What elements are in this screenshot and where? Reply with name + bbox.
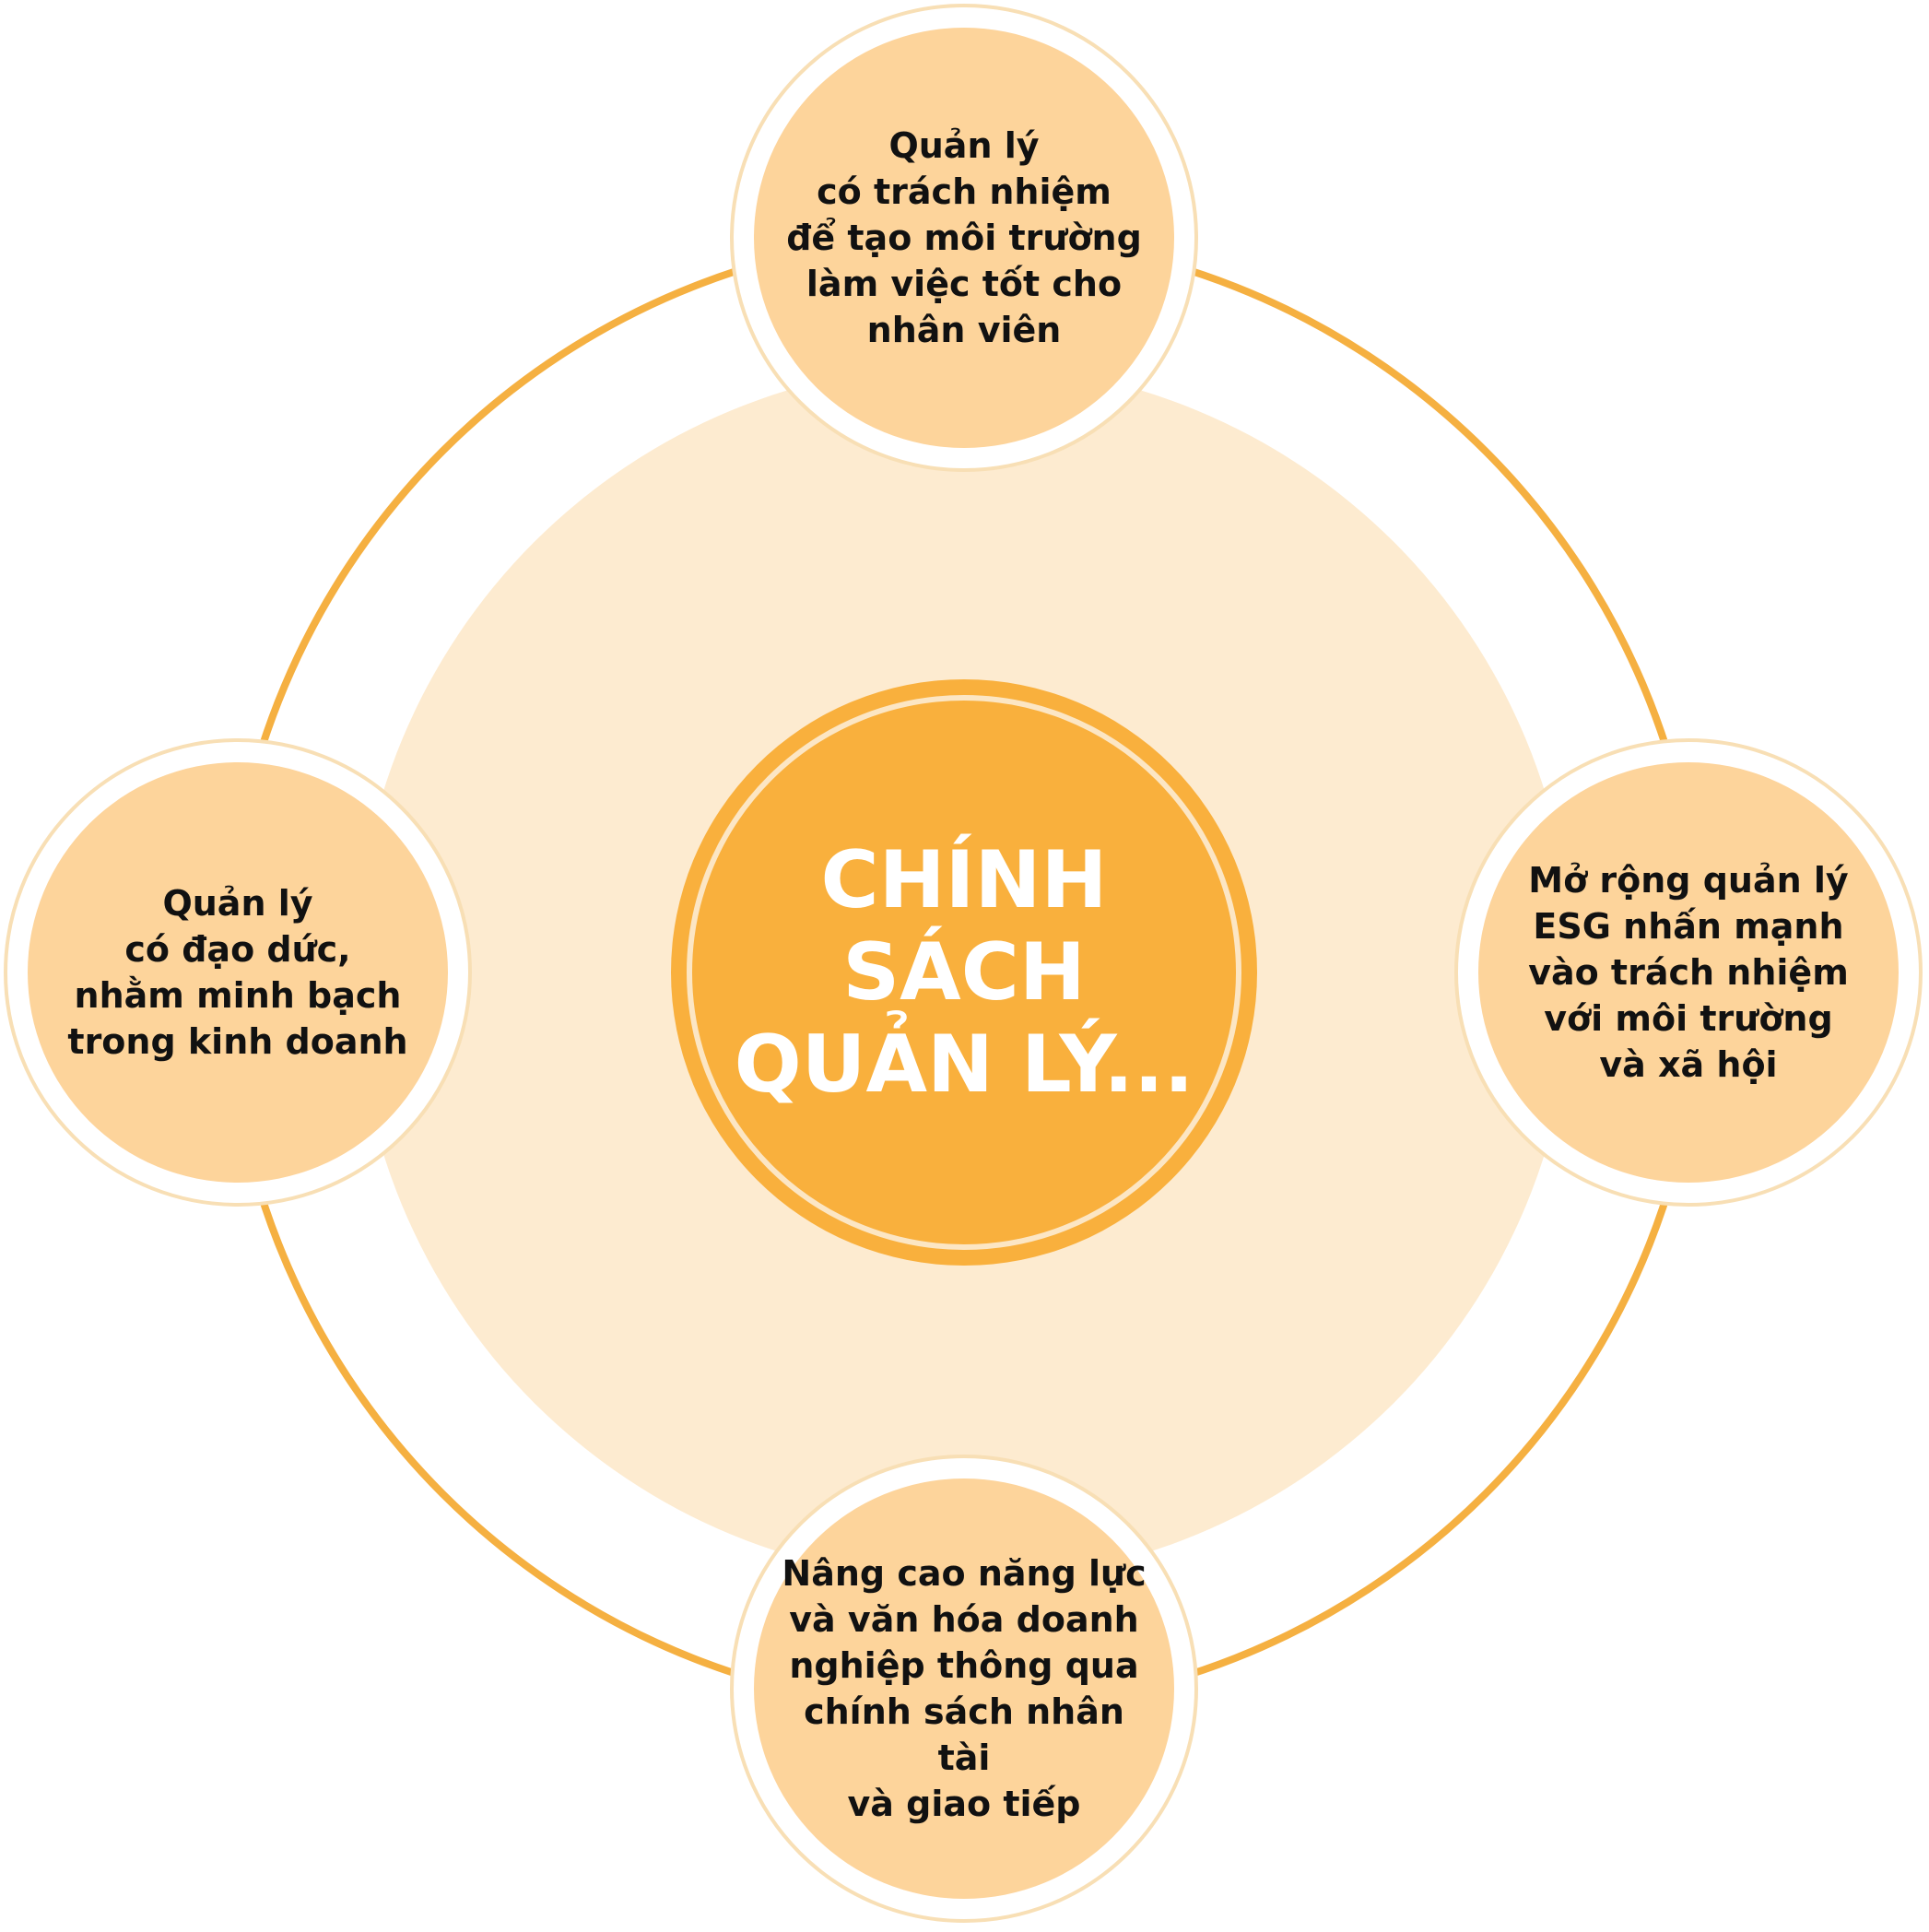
node-bottom-disc <box>754 1478 1174 1899</box>
node-left-label: Quản lý có đạo dức, nhằm minh bạch trong… <box>67 883 408 1062</box>
node-left-disc <box>28 762 448 1183</box>
center-ring <box>687 695 1241 1250</box>
node-right-label: Mở rộng quản lý ESG nhấn mạnh vào trách … <box>1528 860 1849 1085</box>
center-inner <box>695 703 1233 1242</box>
center-label: CHÍNH SÁCH QUẢN LÝ... <box>734 834 1194 1111</box>
node-top-label: Quản lý có trách nhiệm để tạo môi trường… <box>786 125 1142 350</box>
node-bottom-label: Nâng cao năng lực và văn hóa doanh nghiệ… <box>782 1553 1147 1824</box>
node-top-disc <box>754 28 1174 448</box>
node-right-disc <box>1478 762 1899 1183</box>
